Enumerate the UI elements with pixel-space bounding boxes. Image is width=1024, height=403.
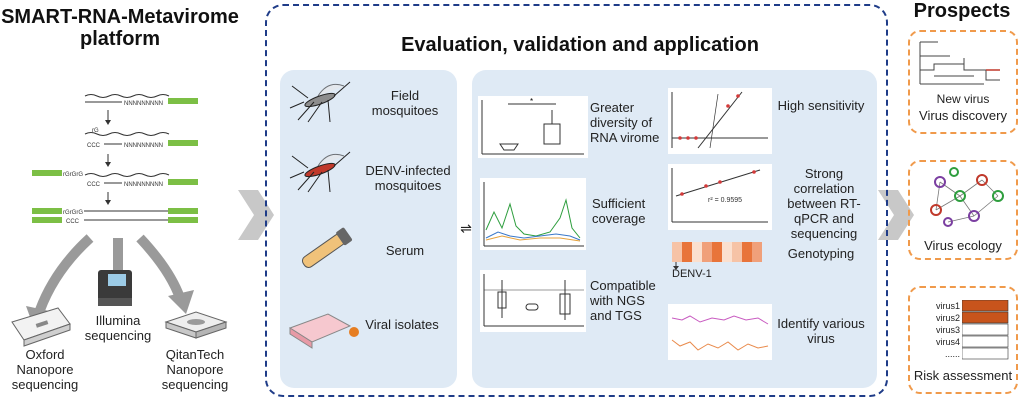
diversity-boxplot: * (478, 96, 588, 158)
svg-text:NNNNNNNNN: NNNNNNNNN (124, 182, 163, 188)
culture-flask-icon (288, 313, 359, 349)
sample-serum: Serum (385, 243, 425, 258)
result-coverage: Sufficient coverage (592, 196, 646, 226)
virus-label-more: ...... (944, 349, 960, 359)
virus-identification-plot (668, 304, 772, 360)
significance-mark: * (530, 97, 533, 106)
svg-text:rG: rG (92, 128, 99, 134)
prospect-virus-ecology: Virus ecology (908, 160, 1018, 260)
result-genotyping: Genotyping (787, 246, 855, 261)
sample-field-mosquitoes: Field mosquitoes (371, 88, 439, 118)
serum-tube-icon (301, 227, 352, 268)
adapter-step-2: rG CCC NNNNNNNNN (84, 128, 198, 149)
denv-mosquito-icon (289, 151, 351, 193)
platform-title: SMART-RNA-Metavirome platform (1, 6, 239, 50)
coverage-plot (480, 178, 586, 250)
oxford-label: Oxford Nanopore sequencing (11, 347, 79, 392)
result-compatible: Compatible with NGS and TGS (590, 278, 656, 323)
virus-label-4: virus4 (935, 337, 960, 347)
adapter-step-4: rGrGrG CCC (32, 208, 198, 225)
prospect-risk-assessment: virus1 virus2 virus3 virus4 ...... Risk … (908, 286, 1018, 394)
exchange-icon: ⇌ (460, 220, 472, 236)
genotyping-heatmap (672, 242, 762, 270)
ngs-tgs-boxplot (480, 270, 586, 332)
prospects-title: Prospects (913, 0, 1011, 22)
svg-text:CCC: CCC (87, 143, 101, 149)
qitantech-label: QitanTech Nanopore sequencing (161, 347, 229, 392)
prospect-virus-discovery: New virus Virus discovery (908, 30, 1018, 134)
svg-text:rGrGrG: rGrGrG (63, 210, 83, 216)
result-diversity: Greater diversity of RNA virome (590, 100, 660, 145)
virus-list: virus1 virus2 virus3 virus4 ...... (916, 300, 960, 360)
sample-icons (288, 81, 359, 349)
illumina-device (98, 270, 132, 306)
risk-assessment-label: Risk assessment (913, 368, 1013, 383)
result-identify-virus: Identify various virus (777, 316, 865, 346)
phylogenetic-tree-icon (919, 41, 1000, 85)
evaluation-frame (265, 4, 888, 397)
network-icon (930, 167, 1004, 227)
risk-bars (962, 300, 1009, 360)
qitantech-device (164, 311, 228, 339)
evaluation-title: Evaluation, validation and application (401, 34, 759, 56)
oxford-device (11, 307, 71, 347)
illumina-label: Illumina sequencing (84, 313, 152, 343)
result-sensitivity: High sensitivity (777, 98, 865, 113)
virus-ecology-label: Virus ecology (924, 238, 1002, 253)
virus-label-1: virus1 (935, 301, 960, 311)
sample-viral-isolates: Viral isolates (365, 317, 439, 332)
sample-denv-mosquitoes: DENV-infected mosquitoes (365, 163, 451, 193)
virus-discovery-label: Virus discovery (919, 108, 1007, 123)
r-squared-label: r² = 0.9595 (708, 197, 742, 204)
mosquito-icon (289, 81, 351, 123)
svg-text:CCC: CCC (66, 219, 80, 225)
svg-text:rGrGrG: rGrGrG (63, 172, 83, 178)
sensitivity-plot (668, 88, 772, 154)
platform-diagram: NNNNNNNNN rG CCC NNNNNNNNN rGrGrG CCC NN… (11, 94, 228, 347)
result-correlation: Strong correlation between RT-qPCR and s… (787, 166, 861, 241)
adapter-step-1: NNNNNNNNN (84, 94, 198, 107)
svg-text:CCC: CCC (87, 182, 101, 188)
new-virus-label: New virus (936, 92, 990, 106)
correlation-plot: r² = 0.9595 (668, 164, 772, 230)
svg-text:NNNNNNNNN: NNNNNNNNN (124, 143, 163, 149)
virus-label-3: virus3 (935, 325, 960, 335)
virus-label-2: virus2 (935, 313, 960, 323)
adapter-step-3: rGrGrG CCC NNNNNNNNN (32, 170, 198, 188)
genotype-denv1-label: DENV-1 (672, 268, 712, 280)
nnn-label-1: NNNNNNNNN (124, 101, 163, 107)
